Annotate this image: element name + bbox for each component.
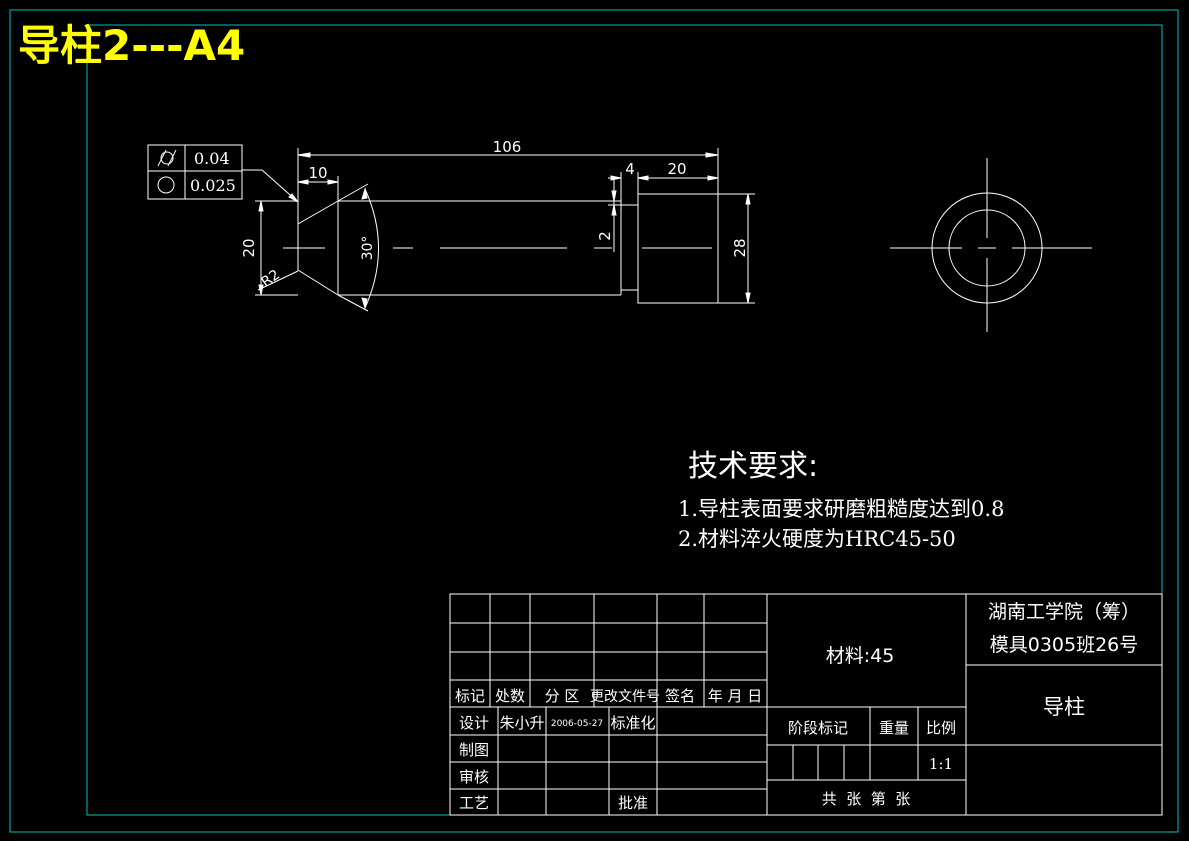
angle-arc — [364, 188, 379, 309]
tech-requirement-1: 1.导柱表面要求研磨粗糙度达到0.8 — [678, 497, 1004, 521]
end-view — [890, 158, 1092, 332]
title-block — [449, 593, 1163, 816]
drawing-heading: 导柱2---A4 — [18, 21, 245, 70]
tb-drafting: 制图 — [459, 741, 489, 759]
tb-school-line2: 模具0305班26号 — [990, 634, 1139, 656]
tech-requirements-title: 技术要求: — [688, 449, 818, 484]
cylindricity-icon — [157, 149, 177, 167]
tb-weight: 重量 — [879, 719, 909, 737]
dim-groove-depth: 2 — [596, 231, 614, 241]
tolerance-cylindricity-value: 0.04 — [194, 149, 230, 168]
tb-material: 材料:45 — [826, 645, 895, 667]
tb-date: 年 月 日 — [708, 687, 763, 705]
tolerance-roundness-value: 0.025 — [190, 176, 236, 195]
dim-head-length: 20 — [667, 160, 686, 178]
dim-overall-length: 106 — [493, 138, 522, 156]
tech-requirement-2: 2.材料淬火硬度为HRC45-50 — [678, 527, 956, 551]
tb-standardization: 标准化 — [610, 714, 655, 732]
tb-scale-label: 比例 — [926, 719, 956, 737]
dim-chamfer-length: 10 — [308, 164, 327, 182]
chamfer-end — [297, 200, 339, 296]
outer-frame — [9, 9, 1179, 833]
dimensions — [242, 148, 755, 312]
dim-angle: 30° — [360, 236, 376, 261]
tb-change-doc: 更改文件号 — [590, 689, 660, 705]
head-section — [637, 193, 719, 304]
tb-count: 处数 — [495, 687, 525, 705]
tb-mark: 标记 — [455, 687, 485, 705]
tb-stage-mark: 阶段标记 — [788, 719, 848, 737]
tolerance-leader — [242, 169, 299, 203]
tb-design-date: 2006-05-27 — [551, 719, 603, 729]
tb-zone: 分 区 — [545, 687, 580, 705]
front-view — [283, 193, 719, 304]
dim-shaft-diameter: 20 — [240, 238, 258, 257]
tb-signature: 签名 — [665, 687, 695, 705]
tb-approval: 批准 — [618, 794, 648, 812]
tb-scale-value: 1:1 — [929, 755, 953, 773]
tolerance-frame — [147, 144, 243, 200]
dim-head-diameter: 28 — [731, 238, 749, 257]
tb-process: 工艺 — [459, 794, 489, 812]
tb-sheets: 共 张 第 张 — [822, 790, 911, 808]
tb-review: 审核 — [459, 768, 489, 786]
dim-groove-width: 4 — [625, 160, 635, 178]
tb-design-label: 设计 — [459, 714, 489, 732]
roundness-icon — [157, 176, 175, 194]
radius-leader — [257, 270, 299, 291]
tb-designer: 朱小升 — [499, 714, 544, 732]
tb-part-name: 导柱 — [1043, 695, 1085, 719]
tb-school-line1: 湖南工学院（筹） — [988, 601, 1140, 623]
